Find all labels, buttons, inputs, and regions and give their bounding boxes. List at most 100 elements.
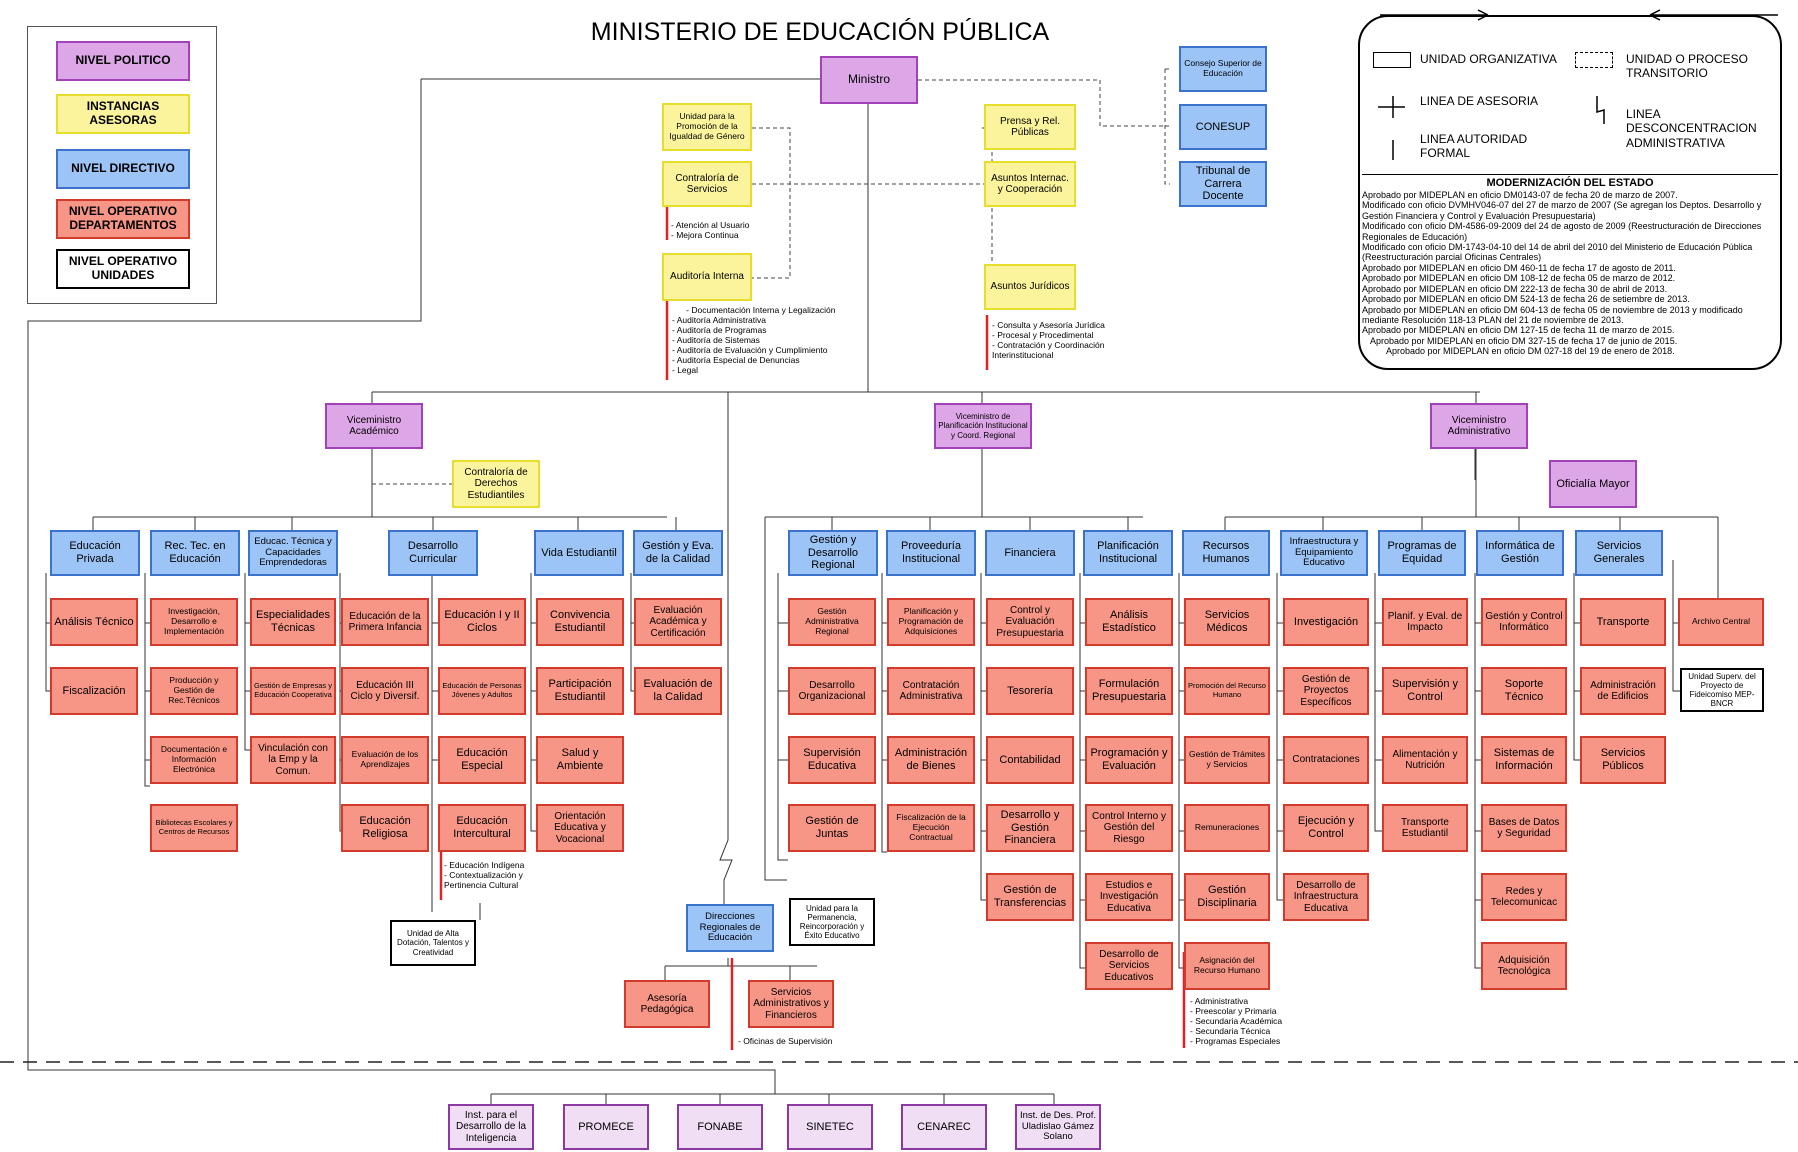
unit-fideicomiso[interactable]: Unidad Superv. del Proyecto de Fideicomi… [1680, 668, 1764, 712]
dept-educacion-intercultural[interactable]: Educación Intercultural [438, 804, 526, 852]
dir-educacion-privada[interactable]: Educación Privada [50, 530, 140, 576]
dir-gestion-calidad[interactable]: Gestión y Eva. de la Calidad [633, 530, 723, 576]
dept-transporte-estudiantil[interactable]: Transporte Estudiantil [1382, 804, 1468, 852]
dept-investigacion-desarrollo[interactable]: Investigación, Desarrollo e Implementaci… [150, 598, 238, 646]
dept-formulacion-presupuestaria[interactable]: Formulación Presupuestaria [1085, 667, 1173, 715]
dir-servicios-generales[interactable]: Servicios Generales [1575, 530, 1663, 576]
dept-servicios-admin-financieros[interactable]: Servicios Administrativos y Financieros [748, 980, 834, 1028]
dept-jovenes-adultos[interactable]: Educación de Personas Jóvenes y Adultos [438, 667, 526, 715]
ext-cenarec[interactable]: CENAREC [901, 1104, 987, 1150]
dept-remuneraciones[interactable]: Remuneraciones [1184, 804, 1270, 852]
dept-servicios-publicos[interactable]: Servicios Públicos [1580, 736, 1666, 784]
dept-control-presupuestaria[interactable]: Control y Evaluación Presupuestaria [986, 598, 1074, 646]
igualdad-box[interactable]: Unidad para la Promoción de la Igualdad … [662, 103, 752, 151]
dept-tesoreria[interactable]: Tesorería [986, 667, 1074, 715]
auditoria-box[interactable]: Auditoría Interna [662, 253, 752, 301]
dept-participacion[interactable]: Participación Estudiantil [536, 667, 624, 715]
dept-programacion-evaluacion[interactable]: Programación y Evaluación [1085, 736, 1173, 784]
viceministro-planificacion-box[interactable]: Viceministro de Planificación Institucio… [934, 403, 1032, 449]
ext-promece[interactable]: PROMECE [563, 1104, 649, 1150]
dept-servicios-medicos[interactable]: Servicios Médicos [1184, 598, 1270, 646]
dir-gestion-regional[interactable]: Gestión y Desarrollo Regional [788, 530, 878, 576]
dept-desarrollo-organizacional[interactable]: Desarrollo Organizacional [788, 667, 876, 715]
dept-contrataciones[interactable]: Contrataciones [1283, 736, 1369, 784]
dir-planificacion[interactable]: Planificación Institucional [1083, 530, 1173, 576]
dept-proyectos-especificos[interactable]: Gestión de Proyectos Específicos [1283, 667, 1369, 715]
dept-planif-impacto[interactable]: Planif. y Eval. de Impacto [1382, 598, 1468, 646]
dir-programas-equidad[interactable]: Programas de Equidad [1378, 530, 1466, 576]
dir-infraestructura[interactable]: Infraestructura y Equipamiento Educativo [1280, 530, 1368, 576]
dir-rec-tec[interactable]: Rec. Tec. en Educación [150, 530, 240, 576]
dept-administracion-edificios[interactable]: Administración de Edificios [1580, 667, 1666, 715]
ext-uladislao[interactable]: Inst. de Des. Prof. Uladislao Gámez Sola… [1015, 1104, 1101, 1150]
dir-proveeduria[interactable]: Proveeduría Institucional [886, 530, 976, 576]
dir-financiera[interactable]: Financiera [985, 530, 1075, 576]
dept-supervision-educativa[interactable]: Supervisión Educativa [788, 736, 876, 784]
dept-redes[interactable]: Redes y Telecomunicac [1481, 873, 1567, 921]
dept-vinculacion[interactable]: Vinculación con la Emp y la Comun. [250, 736, 336, 784]
dir-direcciones-regionales[interactable]: Direcciones Regionales de Educación [686, 904, 774, 952]
derechos-estudiantiles-box[interactable]: Contraloría de Derechos Estudiantiles [452, 460, 540, 508]
dept-transporte[interactable]: Transporte [1580, 598, 1666, 646]
unit-permanencia[interactable]: Unidad para la Permanencia, Reincorporac… [789, 898, 875, 946]
dir-vida-estudiantil[interactable]: Vida Estudiantil [534, 530, 624, 576]
dept-analisis-tecnico[interactable]: Análisis Técnico [50, 598, 138, 646]
dept-educacion-iii[interactable]: Educación III Ciclo y Diversif. [341, 667, 429, 715]
dept-fiscalizacion-contractual[interactable]: Fiscalización de la Ejecución Contractua… [887, 804, 975, 852]
dept-documentacion-info[interactable]: Documentación e Información Electrónica [150, 736, 238, 784]
dept-control-interno[interactable]: Control Interno y Gestión del Riesgo [1085, 804, 1173, 852]
dir-informatica[interactable]: Informática de Gestión [1476, 530, 1564, 576]
dept-gestion-disciplinaria[interactable]: Gestión Disciplinaria [1184, 873, 1270, 921]
dept-gestion-tramites[interactable]: Gestión de Trámites y Servicios [1184, 736, 1270, 784]
ext-inteligencia[interactable]: Inst. para el Desarrollo de la Inteligen… [448, 1104, 534, 1150]
contraloria-servicios-box[interactable]: Contraloría de Servicios [662, 161, 752, 207]
dept-educacion-i-ii[interactable]: Educación I y II Ciclos [438, 598, 526, 646]
dir-educ-tecnica[interactable]: Educac. Técnica y Capacidades Emprendedo… [248, 530, 338, 576]
dept-ejecucion-control[interactable]: Ejecución y Control [1283, 804, 1369, 852]
dept-asesoria-pedagogica[interactable]: Asesoría Pedagógica [624, 980, 710, 1028]
dept-evaluacion-academica[interactable]: Evaluación Académica y Certificación [634, 598, 722, 646]
dept-educacion-religiosa[interactable]: Educación Religiosa [341, 804, 429, 852]
dept-estudios-investigacion[interactable]: Estudios e Investigación Educativa [1085, 873, 1173, 921]
dept-gestion-admin-regional[interactable]: Gestión Administrativa Regional [788, 598, 876, 646]
dept-analisis-estadistico[interactable]: Análisis Estadístico [1085, 598, 1173, 646]
dept-desarrollo-financiera[interactable]: Desarrollo y Gestión Financiera [986, 804, 1074, 852]
dept-archivo-central[interactable]: Archivo Central [1678, 598, 1764, 646]
dir-desarrollo-curricular[interactable]: Desarrollo Curricular [388, 530, 478, 576]
dept-salud-ambiente[interactable]: Salud y Ambiente [536, 736, 624, 784]
dept-bibliotecas[interactable]: Bibliotecas Escolares y Centros de Recur… [150, 804, 238, 852]
dept-gestion-transferencias[interactable]: Gestión de Transferencias [986, 873, 1074, 921]
dept-supervision-control[interactable]: Supervisión y Control [1382, 667, 1468, 715]
dept-planificacion-adquisiciones[interactable]: Planificación y Programación de Adquisic… [887, 598, 975, 646]
dept-alimentacion[interactable]: Alimentación y Nutrición [1382, 736, 1468, 784]
dept-investigacion[interactable]: Investigación [1283, 598, 1369, 646]
dept-asignacion-rh[interactable]: Asignación del Recurso Humano [1184, 942, 1270, 990]
dept-gestion-juntas[interactable]: Gestión de Juntas [788, 804, 876, 852]
dept-desarrollo-servicios[interactable]: Desarrollo de Servicios Educativos [1085, 942, 1173, 990]
dept-produccion-gestion[interactable]: Producción y Gestión de Rec.Técnicos [150, 667, 238, 715]
dept-evaluacion-calidad[interactable]: Evaluación de la Calidad [634, 667, 722, 715]
dept-contratacion-administrativa[interactable]: Contratación Administrativa [887, 667, 975, 715]
dept-contabilidad[interactable]: Contabilidad [986, 736, 1074, 784]
tribunal-box[interactable]: Tribunal de Carrera Docente [1179, 161, 1267, 207]
dept-fiscalizacion[interactable]: Fiscalización [50, 667, 138, 715]
dept-desarrollo-infraestructura[interactable]: Desarrollo de Infraestructura Educativa [1283, 873, 1369, 921]
dir-recursos-humanos[interactable]: Recursos Humanos [1182, 530, 1270, 576]
ministro-box[interactable]: Ministro [820, 56, 918, 104]
asuntos-juridicos-box[interactable]: Asuntos Jurídicos [984, 264, 1076, 310]
dept-bases-datos[interactable]: Bases de Datos y Seguridad [1481, 804, 1567, 852]
asuntos-internacionales-box[interactable]: Asuntos Internac. y Cooperación [984, 161, 1076, 207]
dept-convivencia[interactable]: Convivencia Estudiantil [536, 598, 624, 646]
unit-alta-dotacion[interactable]: Unidad de Alta Dotación, Talentos y Crea… [390, 920, 476, 966]
dept-gestion-empresas[interactable]: Gestión de Empresas y Educación Cooperat… [250, 667, 336, 715]
consejo-superior-box[interactable]: Consejo Superior de Educación [1179, 46, 1267, 92]
dept-educacion-especial[interactable]: Educación Especial [438, 736, 526, 784]
conesup-box[interactable]: CONESUP [1179, 104, 1267, 150]
ext-sinetec[interactable]: SINETEC [787, 1104, 873, 1150]
dept-promocion-rh[interactable]: Promoción del Recurso Humano [1184, 667, 1270, 715]
prensa-box[interactable]: Prensa y Rel. Públicas [984, 104, 1076, 150]
dept-sistemas-informacion[interactable]: Sistemas de Información [1481, 736, 1567, 784]
ext-fonabe[interactable]: FONABE [677, 1104, 763, 1150]
dept-primera-infancia[interactable]: Educación de la Primera Infancia [341, 598, 429, 646]
dept-adquisicion-tecnologica[interactable]: Adquisición Tecnológica [1481, 942, 1567, 990]
